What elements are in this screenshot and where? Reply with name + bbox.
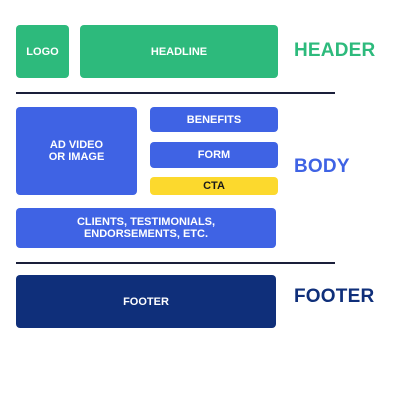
form-label: FORM [197,149,231,161]
logo-block: LOGO [16,25,69,78]
social-proof-block: CLIENTS, TESTIMONIALS, ENDORSEMENTS, ETC… [16,208,276,248]
footer-section-label: FOOTER [294,286,375,307]
footer-label: FOOTER [123,295,169,308]
benefits-label: BENEFITS [186,113,242,126]
cta-label: CTA [203,180,225,192]
headline-label: HEADLINE [150,45,208,58]
divider-body-footer [16,262,335,264]
ad-media-block: AD VIDEO OR IMAGE [16,107,137,195]
divider-header-body [16,92,335,94]
social-proof-label: CLIENTS, TESTIMONIALS, ENDORSEMENTS, ETC… [76,216,216,240]
header-section-label: HEADER [294,40,376,61]
cta-block: CTA [150,177,278,195]
ad-media-label: AD VIDEO OR IMAGE [48,139,105,163]
form-block: FORM [150,142,278,168]
body-section-label: BODY [294,156,350,177]
footer-block: FOOTER [16,275,276,328]
headline-block: HEADLINE [80,25,278,78]
benefits-block: BENEFITS [150,107,278,132]
logo-label: LOGO [26,45,59,58]
